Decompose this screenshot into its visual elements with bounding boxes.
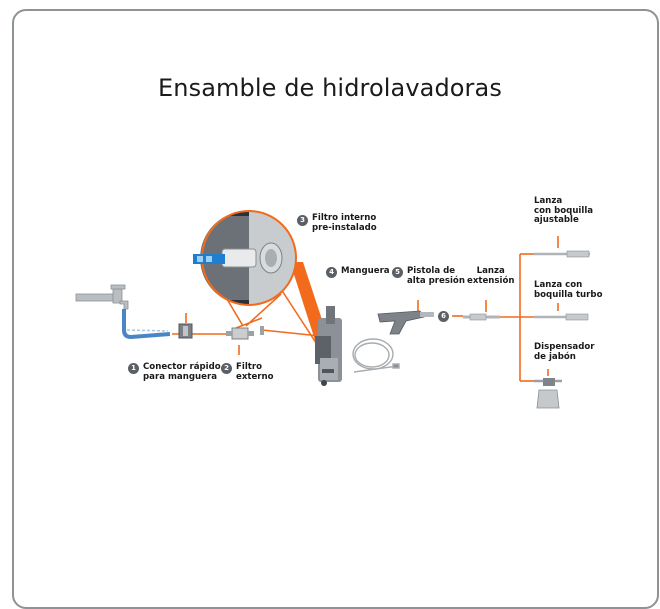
step-badge-1: 1 [128,363,139,374]
label-extension-lance: Lanza extensión [467,266,515,286]
adjustable-nozzle-lance [534,250,590,258]
label-soap-dispenser: Dispensador de jabón [534,342,595,362]
step-badge-3: 3 [297,215,308,226]
step-badge-5: 5 [392,267,403,278]
garden-hose [122,309,171,340]
label-quick-connector: Conector rápido para manguera [143,362,221,382]
label-adjustable-lance: Lanza con boquilla ajustable [534,196,594,226]
extension-lance [463,313,500,321]
step-badge-4: 4 [326,267,337,278]
step-badge-6: 6 [438,311,449,322]
label-spray-gun: Pistola de alta presión [407,266,465,286]
water-faucet [75,284,129,310]
diagram-title: Ensamble de hidrolavadoras [158,74,502,102]
spray-gun [377,310,434,335]
internal-filter-zoom [193,210,297,306]
high-pressure-hose [352,338,400,373]
external-filter [226,326,264,340]
pressure-washer [315,306,342,386]
assembly-diagram [75,210,590,409]
label-turbo-lance: Lanza con boquilla turbo [534,280,603,300]
label-hose: Manguera [341,266,390,276]
step-badge-2: 2 [221,363,232,374]
turbo-nozzle-lance [534,313,589,321]
soap-dispenser [534,378,562,409]
label-internal-filter: Filtro interno pre-instalado [312,213,377,233]
label-external-filter: Filtro externo [236,362,274,382]
